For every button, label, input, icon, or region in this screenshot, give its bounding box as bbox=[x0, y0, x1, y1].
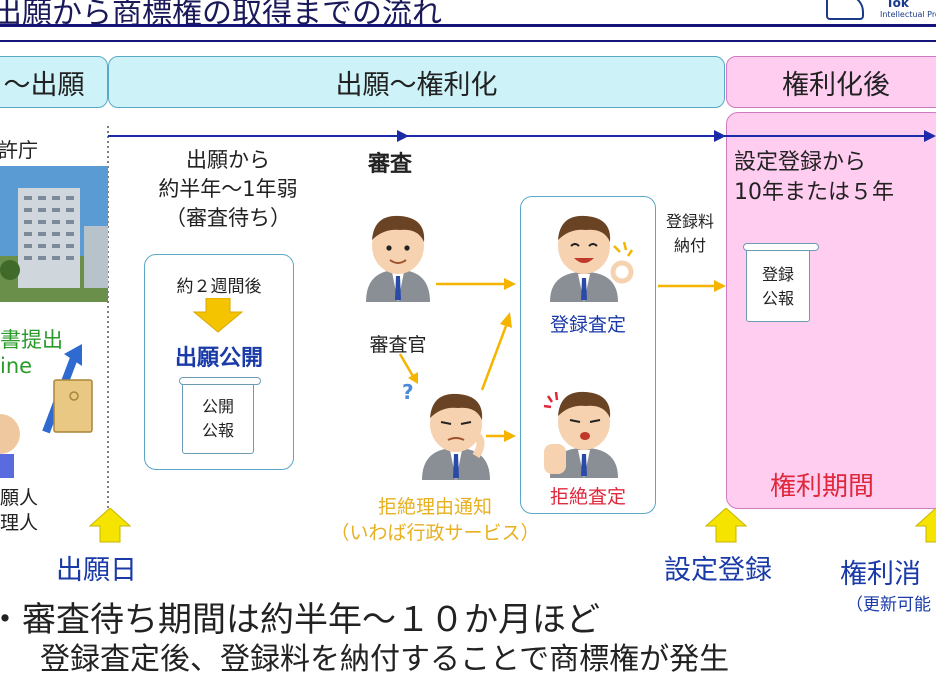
envelope-icon bbox=[53, 379, 93, 433]
fee-line1: 登録料 bbox=[665, 212, 714, 231]
waiting-line2: 約半年～1年弱 bbox=[158, 177, 298, 201]
applicant-label: 願人 bbox=[0, 487, 39, 509]
yellow-down-arrow-icon bbox=[192, 298, 244, 333]
yellow-diagonal-arrow-icon bbox=[480, 325, 508, 391]
registration-label: 設定登録 bbox=[664, 555, 772, 586]
publication-title: 出願公開 bbox=[174, 346, 263, 371]
decision-arrows bbox=[436, 278, 516, 442]
rejecting-examiner-icon bbox=[543, 391, 618, 478]
submission-method: ine bbox=[0, 354, 33, 378]
examination-heading: 審査 bbox=[368, 152, 413, 177]
term-text: 設定登録から 10年または５年 bbox=[734, 148, 894, 208]
fee-line2: 納付 bbox=[673, 236, 706, 255]
yellow-right-arrow-icon bbox=[658, 280, 726, 292]
waiting-period-text: 出願から 約半年～1年弱 （審査待ち） bbox=[138, 146, 318, 233]
happy-examiner-icon bbox=[550, 215, 634, 302]
timeline-arrowhead-icon bbox=[397, 130, 409, 142]
waiting-line1: 出願から bbox=[186, 148, 270, 172]
publication-gazette-icon: 公開 公報 bbox=[179, 377, 261, 454]
submission-graphics bbox=[0, 344, 93, 478]
publication-timing: 約２週間後 bbox=[176, 277, 262, 297]
fee-text: 登録料 納付 bbox=[656, 210, 724, 258]
phase-header-post-registration: 権利化後 bbox=[726, 56, 936, 108]
office-label: 許庁 bbox=[0, 138, 38, 162]
examiner-person-icon bbox=[366, 215, 430, 302]
rejection-notice-text: 拒絶理由通知 （いわば行政サービス） bbox=[300, 494, 570, 546]
rejection-notice-line1: 拒絶理由通知 bbox=[377, 496, 492, 518]
page-title: 出願から商標権の取得までの流れ bbox=[0, 0, 442, 31]
expiry-arrow-icon bbox=[914, 508, 936, 543]
bullet-waiting-period: ・審査待ち期間は約半年～１０か月ほど bbox=[0, 600, 600, 640]
phase-header-filing: ～出願 bbox=[0, 56, 108, 108]
registration-arrow-icon bbox=[704, 508, 748, 543]
waiting-line3: （審査待ち） bbox=[165, 206, 291, 230]
gazette-text-line2: 公報 bbox=[201, 421, 234, 440]
reg-gazette-line2: 公報 bbox=[761, 289, 794, 308]
reg-gazette-line1: 登録 bbox=[761, 265, 794, 284]
submit-arrowhead-icon bbox=[64, 344, 82, 366]
office-building-icon bbox=[0, 166, 108, 302]
rejection-decision-label: 拒絶査定 bbox=[549, 486, 626, 508]
timeline-arrowhead-icon bbox=[924, 130, 936, 142]
logo-subtext: Intellectual Pro bbox=[880, 10, 936, 19]
bullet-registration-fee: 登録査定後、登録料を納付することで商標権が発生 bbox=[40, 642, 730, 677]
examiner-label: 審査官 bbox=[369, 334, 427, 356]
timeline-graphics bbox=[107, 126, 936, 512]
phase-header-examination: 出願～権利化 bbox=[108, 56, 725, 108]
filing-date-arrow-icon bbox=[88, 508, 132, 543]
term-line2: 10年または５年 bbox=[734, 180, 894, 205]
title-underline bbox=[0, 24, 936, 27]
expiry-label: 権利消 bbox=[840, 559, 921, 590]
submission-label: 書提出 bbox=[0, 328, 63, 352]
yellow-diagonal-arrow-icon bbox=[398, 353, 418, 384]
agent-label: 理人 bbox=[0, 512, 39, 534]
questioning-examiner-icon bbox=[422, 393, 490, 480]
company-logo: Tok Intellectual Pro bbox=[826, 0, 936, 22]
logo-mark-icon bbox=[826, 0, 864, 20]
question-mark-icon: ? bbox=[402, 380, 414, 404]
rights-period-label: 権利期間 bbox=[770, 472, 875, 502]
expiry-note: （更新可能 bbox=[846, 595, 931, 615]
registration-gazette-icon: 登録 公報 bbox=[743, 243, 819, 322]
timeline-arrowhead-icon bbox=[714, 130, 726, 142]
header-divider bbox=[0, 40, 936, 42]
gazette-text-line1: 公開 bbox=[201, 397, 234, 416]
registration-decision-label: 登録査定 bbox=[549, 314, 626, 336]
filing-date-label: 出願日 bbox=[56, 555, 137, 586]
logo-text: Tok bbox=[886, 0, 909, 10]
rejection-notice-line2: （いわば行政サービス） bbox=[330, 522, 540, 544]
term-line1: 設定登録から bbox=[734, 150, 867, 175]
applicant-person-icon bbox=[0, 414, 20, 454]
